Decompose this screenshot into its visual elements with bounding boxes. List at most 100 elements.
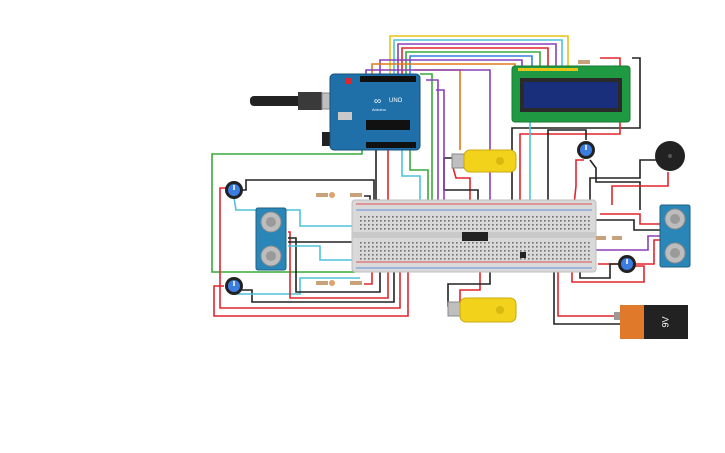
- breadboard-hole: [408, 254, 410, 256]
- breadboard-hole: [588, 254, 590, 256]
- ultrasonic-sensor-left: [255, 207, 287, 271]
- breadboard-hole: [540, 258, 542, 260]
- resistor-3: [316, 281, 328, 285]
- usb-plug: [298, 92, 322, 110]
- breadboard-hole: [424, 216, 426, 218]
- breadboard-hole: [560, 250, 562, 252]
- breadboard-hole: [388, 216, 390, 218]
- breadboard-hole: [488, 242, 490, 244]
- breadboard-hole: [536, 228, 538, 230]
- breadboard-hole: [464, 242, 466, 244]
- breadboard-hole: [504, 242, 506, 244]
- breadboard-hole: [392, 246, 394, 248]
- wire-us1-1: [288, 231, 389, 299]
- breadboard-hole: [488, 224, 490, 226]
- breadboard-hole: [560, 216, 562, 218]
- breadboard-hole: [544, 254, 546, 256]
- wire-pot1-red: [219, 187, 401, 309]
- wire-pot1-cyan: [233, 197, 355, 227]
- breadboard-hole: [396, 220, 398, 222]
- breadboard-hole: [556, 224, 558, 226]
- breadboard-hole: [376, 254, 378, 256]
- breadboard-hole: [532, 224, 534, 226]
- breadboard-hole: [384, 254, 386, 256]
- breadboard-hole: [384, 228, 386, 230]
- breadboard-hole: [528, 258, 530, 260]
- breadboard-hole: [484, 224, 486, 226]
- breadboard-hole: [536, 242, 538, 244]
- breadboard-hole: [544, 220, 546, 222]
- breadboard-hole: [492, 254, 494, 256]
- breadboard-hole: [492, 224, 494, 226]
- breadboard-hole: [484, 228, 486, 230]
- breadboard-hole: [420, 246, 422, 248]
- breadboard-hole: [468, 242, 470, 244]
- breadboard-hole: [456, 246, 458, 248]
- breadboard-hole: [520, 224, 522, 226]
- breadboard-hole: [400, 242, 402, 244]
- breadboard-hole: [508, 250, 510, 252]
- breadboard-hole: [488, 228, 490, 230]
- breadboard-hole: [376, 220, 378, 222]
- breadboard-hole: [568, 246, 570, 248]
- breadboard-hole: [540, 228, 542, 230]
- breadboard-hole: [464, 220, 466, 222]
- breadboard-hole: [412, 242, 414, 244]
- wire-lcd-2: [393, 39, 563, 74]
- breadboard-hole: [500, 246, 502, 248]
- breadboard-hole: [484, 242, 486, 244]
- breadboard-hole: [552, 220, 554, 222]
- breadboard-hole: [368, 228, 370, 230]
- breadboard-hole: [428, 246, 430, 248]
- breadboard-hole: [432, 216, 434, 218]
- breadboard-hole: [504, 254, 506, 256]
- breadboard-hole: [472, 224, 474, 226]
- breadboard-hole: [504, 224, 506, 226]
- resistor-6: [612, 236, 622, 240]
- breadboard-hole: [484, 258, 486, 260]
- breadboard-hole: [584, 228, 586, 230]
- breadboard-hole: [372, 258, 374, 260]
- breadboard-hole: [364, 220, 366, 222]
- breadboard-hole: [500, 242, 502, 244]
- breadboard-hole: [464, 246, 466, 248]
- breadboard-hole: [440, 224, 442, 226]
- breadboard-hole: [524, 246, 526, 248]
- breadboard-hole: [420, 220, 422, 222]
- breadboard-hole: [420, 254, 422, 256]
- wire-pot4-2: [571, 265, 645, 283]
- breadboard-hole: [468, 258, 470, 260]
- breadboard-hole: [364, 216, 366, 218]
- breadboard-hole: [464, 216, 466, 218]
- breadboard-hole: [500, 224, 502, 226]
- wire-battery-black: [553, 270, 620, 325]
- breadboard-hole: [496, 254, 498, 256]
- breadboard-hole: [448, 224, 450, 226]
- breadboard-hole: [488, 250, 490, 252]
- breadboard-hole: [556, 254, 558, 256]
- breadboard-hole: [576, 258, 578, 260]
- breadboard-hole: [560, 224, 562, 226]
- breadboard-hole: [424, 228, 426, 230]
- breadboard-hole: [504, 250, 506, 252]
- wire-lcd-5: [405, 51, 541, 74]
- arduino-logo: ∞: [374, 96, 381, 107]
- breadboard-hole: [384, 216, 386, 218]
- wire-arduino-bottom-4: [409, 150, 429, 205]
- breadboard-hole: [464, 258, 466, 260]
- breadboard-hole: [452, 258, 454, 260]
- breadboard-hole: [544, 250, 546, 252]
- breadboard-hole: [520, 216, 522, 218]
- breadboard-hole: [584, 254, 586, 256]
- breadboard-hole: [504, 258, 506, 260]
- breadboard-hole: [572, 220, 574, 222]
- breadboard-hole: [456, 258, 458, 260]
- motor-driver-ic: [462, 232, 488, 241]
- breadboard-hole: [528, 220, 530, 222]
- breadboard-hole: [452, 250, 454, 252]
- breadboard-hole: [584, 246, 586, 248]
- breadboard-hole: [452, 228, 454, 230]
- wire-battery-red: [557, 270, 620, 317]
- breadboard-hole: [548, 254, 550, 256]
- breadboard-hole: [392, 228, 394, 230]
